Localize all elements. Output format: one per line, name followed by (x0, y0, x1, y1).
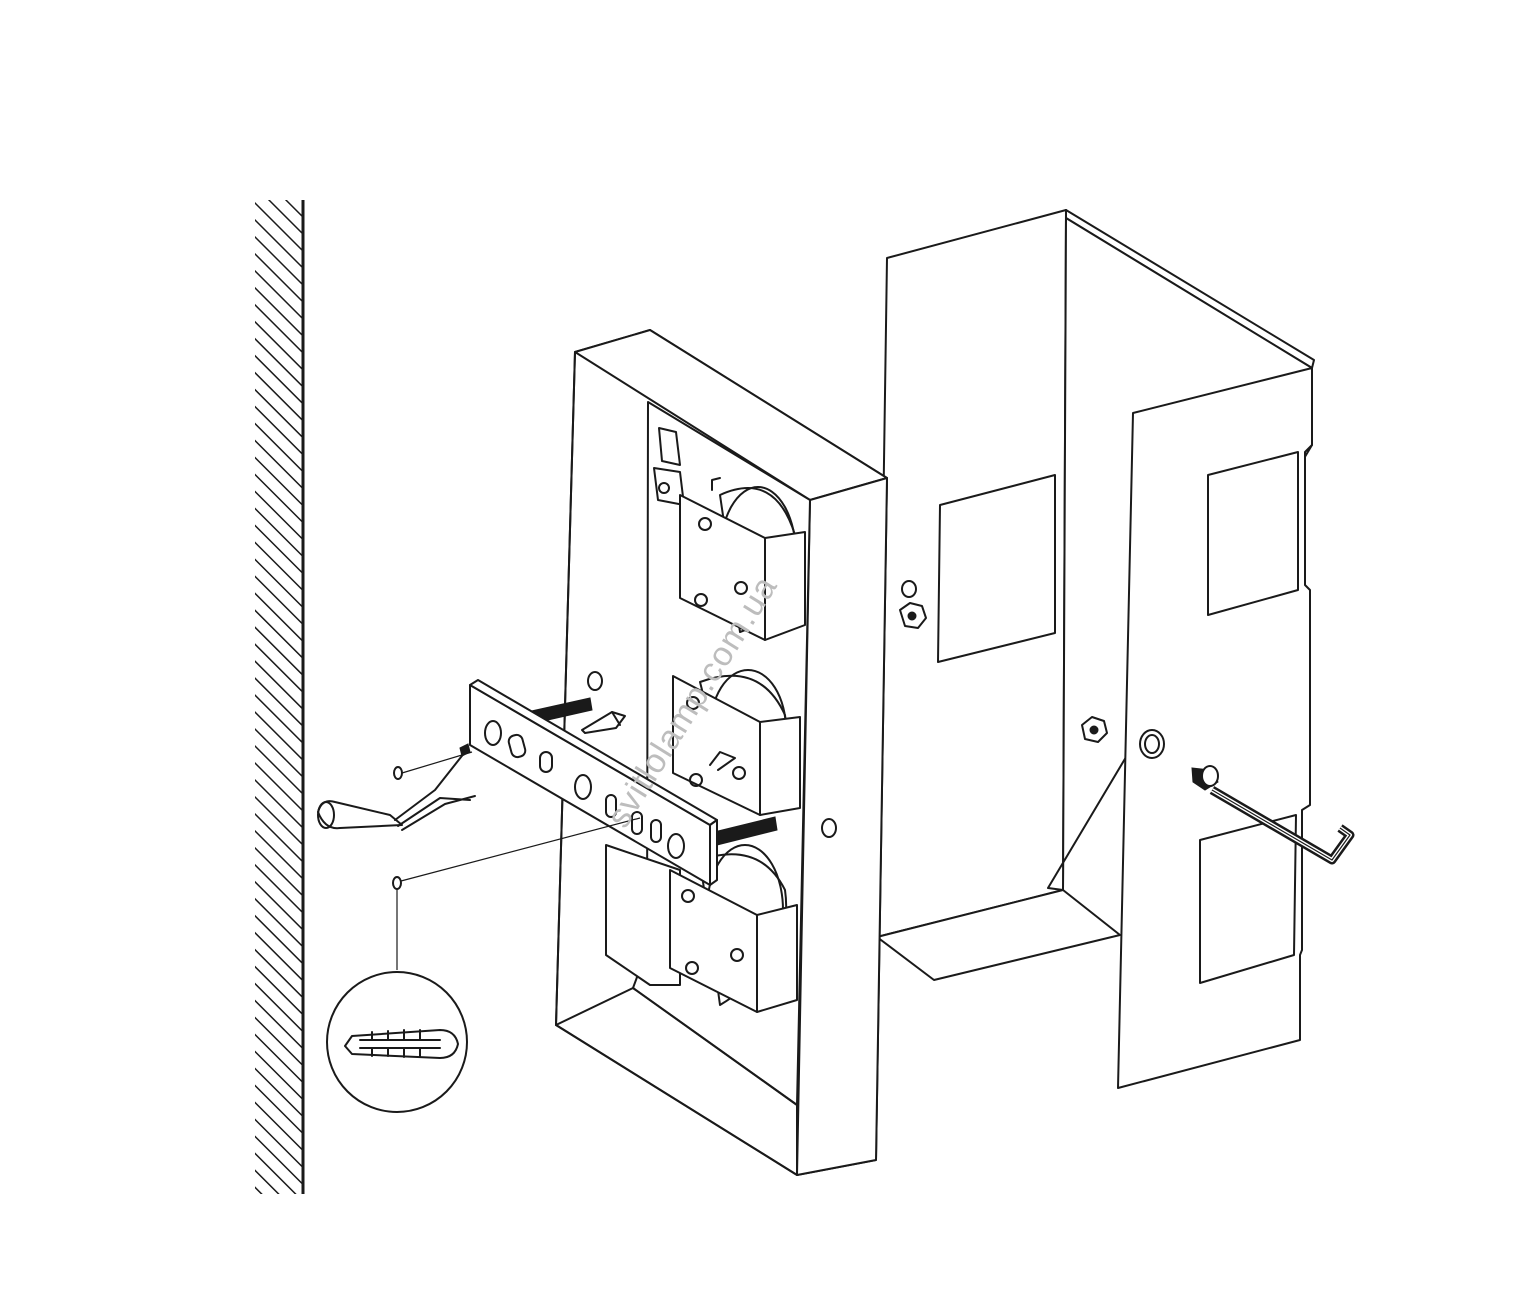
mounting-bracket (469, 679, 718, 886)
wall-plug-and-wires (317, 743, 641, 970)
hex-nuts (899, 602, 1108, 743)
spotlight-bottom (669, 844, 798, 1013)
allen-key (1191, 765, 1355, 865)
u-shaped-cover (876, 209, 1315, 1089)
spotlight-top (679, 477, 806, 641)
lamp-housing-with-three-spotlights (555, 329, 888, 1176)
spotlight-middle (672, 669, 801, 816)
hatched-wall (255, 200, 305, 1194)
wall-plug-detail-callout (326, 971, 468, 1113)
